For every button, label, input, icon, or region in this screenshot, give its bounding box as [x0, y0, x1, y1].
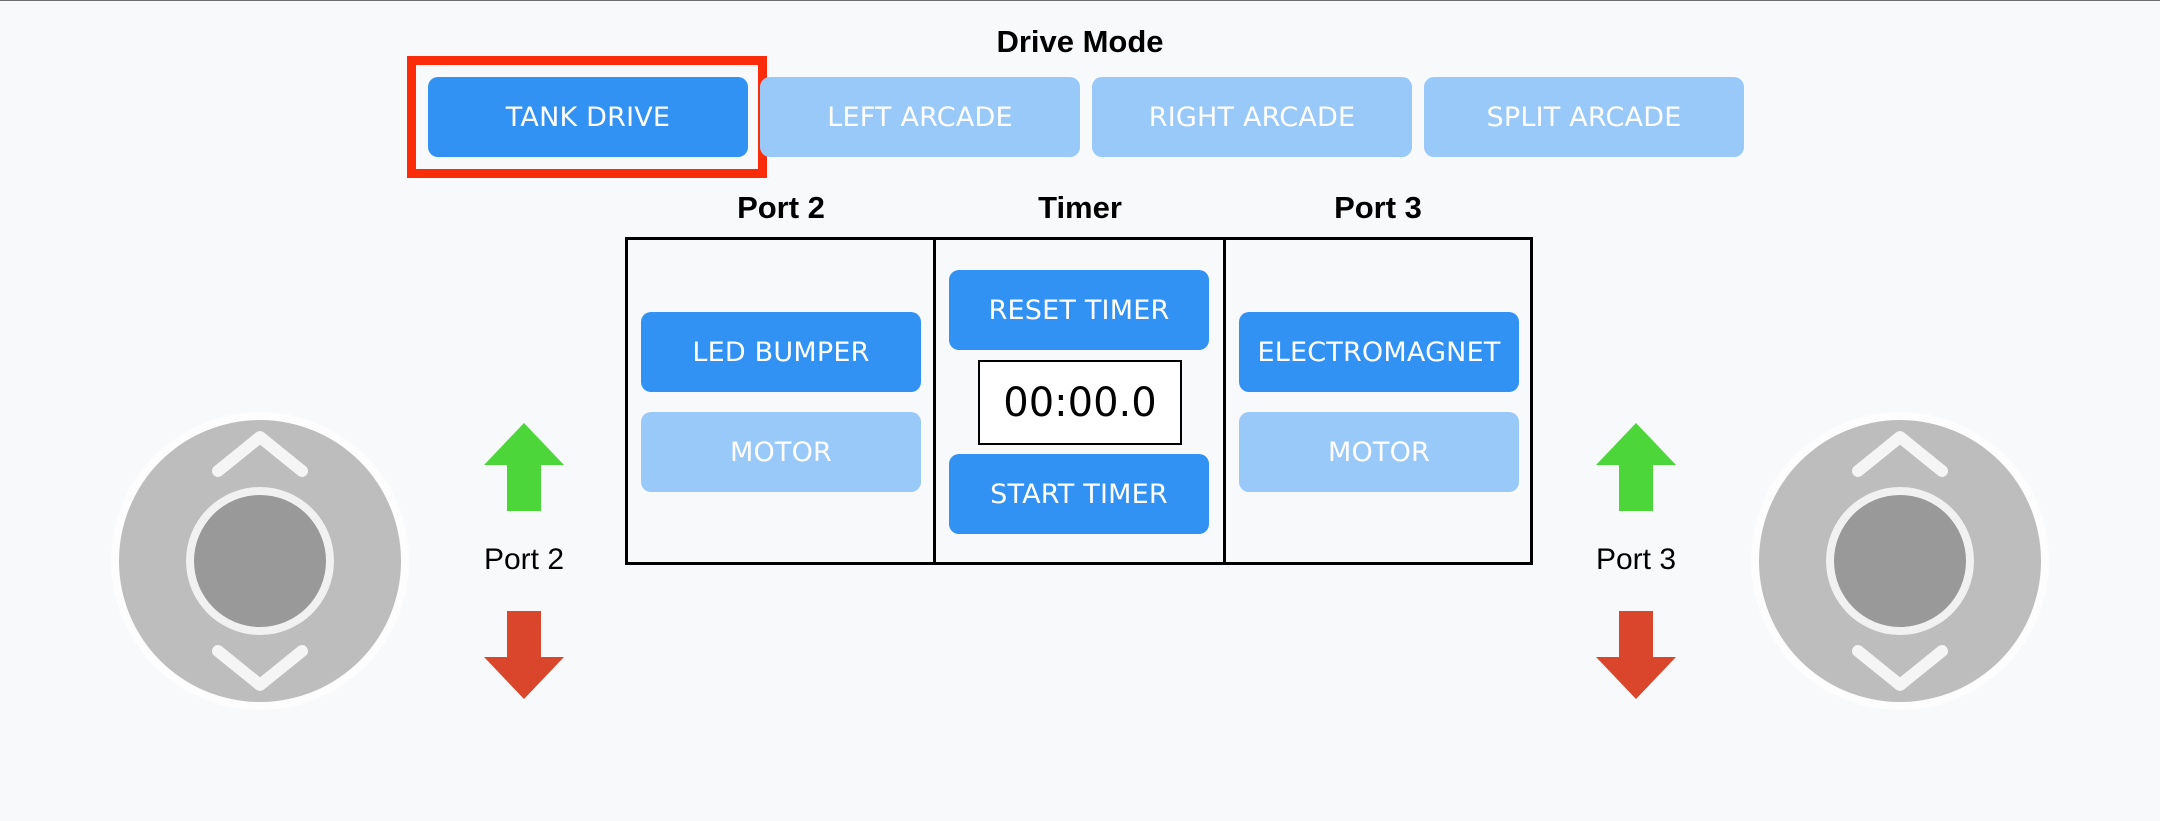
panel-divider-right — [1223, 237, 1226, 565]
start-timer-button[interactable]: START TIMER — [949, 454, 1209, 534]
control-panel — [625, 237, 1533, 565]
timer-panel-title: Timer — [1038, 190, 1122, 225]
port2-motor-button[interactable]: MOTOR — [641, 412, 921, 492]
port2-down-arrow-icon[interactable] — [484, 611, 564, 699]
split-arcade-button[interactable]: SPLIT ARCADE — [1424, 77, 1744, 157]
right-port-label: Port 3 — [1595, 543, 1677, 576]
port3-up-arrow-icon[interactable] — [1596, 423, 1676, 511]
right-joystick[interactable] — [1750, 411, 2050, 711]
electromagnet-button[interactable]: ELECTROMAGNET — [1239, 312, 1519, 392]
port3-panel-title: Port 3 — [1334, 190, 1422, 225]
right-arcade-button[interactable]: RIGHT ARCADE — [1092, 77, 1412, 157]
port3-motor-button[interactable]: MOTOR — [1239, 412, 1519, 492]
tank-drive-button[interactable]: TANK DRIVE — [428, 77, 748, 157]
reset-timer-button[interactable]: RESET TIMER — [949, 270, 1209, 350]
timer-display: 00:00.0 — [978, 360, 1182, 445]
top-border-line — [0, 0, 2160, 1]
led-bumper-button[interactable]: LED BUMPER — [641, 312, 921, 392]
panel-divider-left — [933, 237, 936, 565]
left-joystick[interactable] — [110, 411, 410, 711]
port2-up-arrow-icon[interactable] — [484, 423, 564, 511]
left-port-label: Port 2 — [483, 543, 565, 576]
drive-mode-title: Drive Mode — [996, 24, 1164, 59]
port3-down-arrow-icon[interactable] — [1596, 611, 1676, 699]
port2-panel-title: Port 2 — [737, 190, 825, 225]
left-arcade-button[interactable]: LEFT ARCADE — [760, 77, 1080, 157]
